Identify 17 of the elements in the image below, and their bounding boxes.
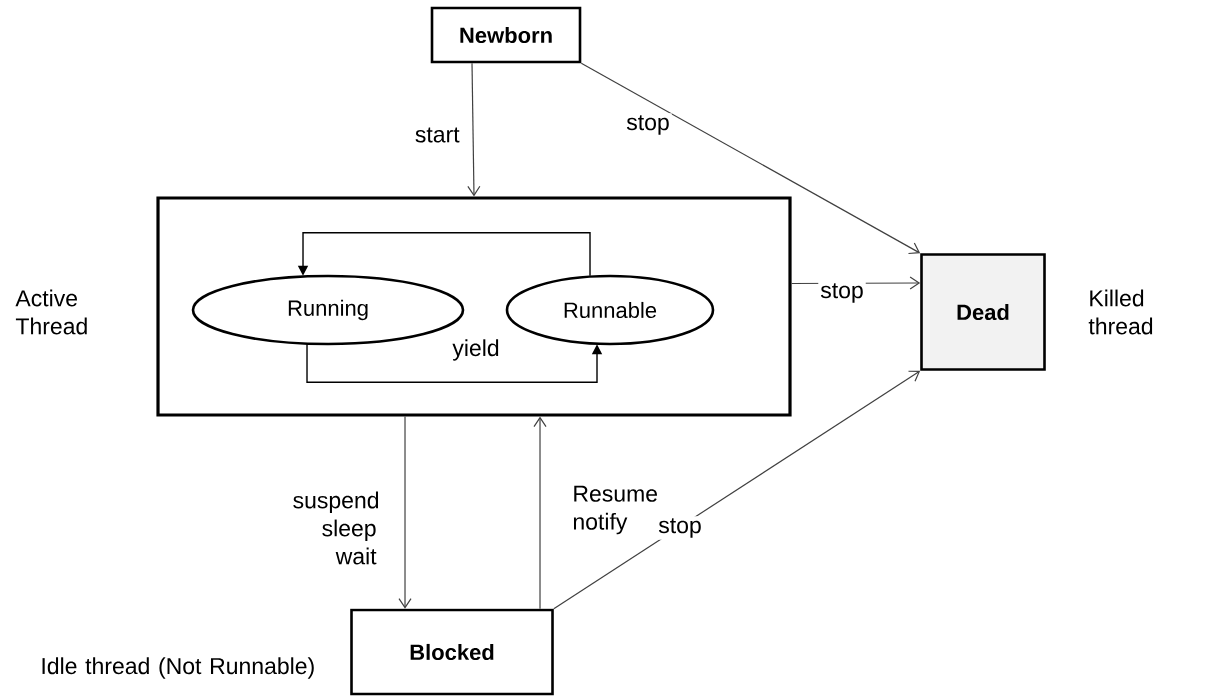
note-label: Idle thread (Not Runnable) [42, 657, 314, 679]
edge-label: Resume notify [570, 483, 657, 537]
state-box: Newborn [430, 6, 582, 64]
state-box: Dead [920, 253, 1046, 371]
arrow [398, 416, 412, 609]
edge-label: stop [656, 516, 704, 540]
edge-label: suspend sleep wait [290, 489, 379, 567]
side-note: Killed thread [1088, 289, 1153, 335]
edge-label: stop [624, 113, 672, 137]
arrow [553, 370, 921, 610]
edge-label: stop [818, 281, 866, 305]
state-box: Blocked [350, 608, 554, 696]
side-note: Active Thread [15, 289, 87, 335]
arrow [580, 62, 921, 255]
arrow [533, 416, 547, 610]
arrow [467, 62, 481, 197]
edge-label: start [412, 125, 462, 145]
